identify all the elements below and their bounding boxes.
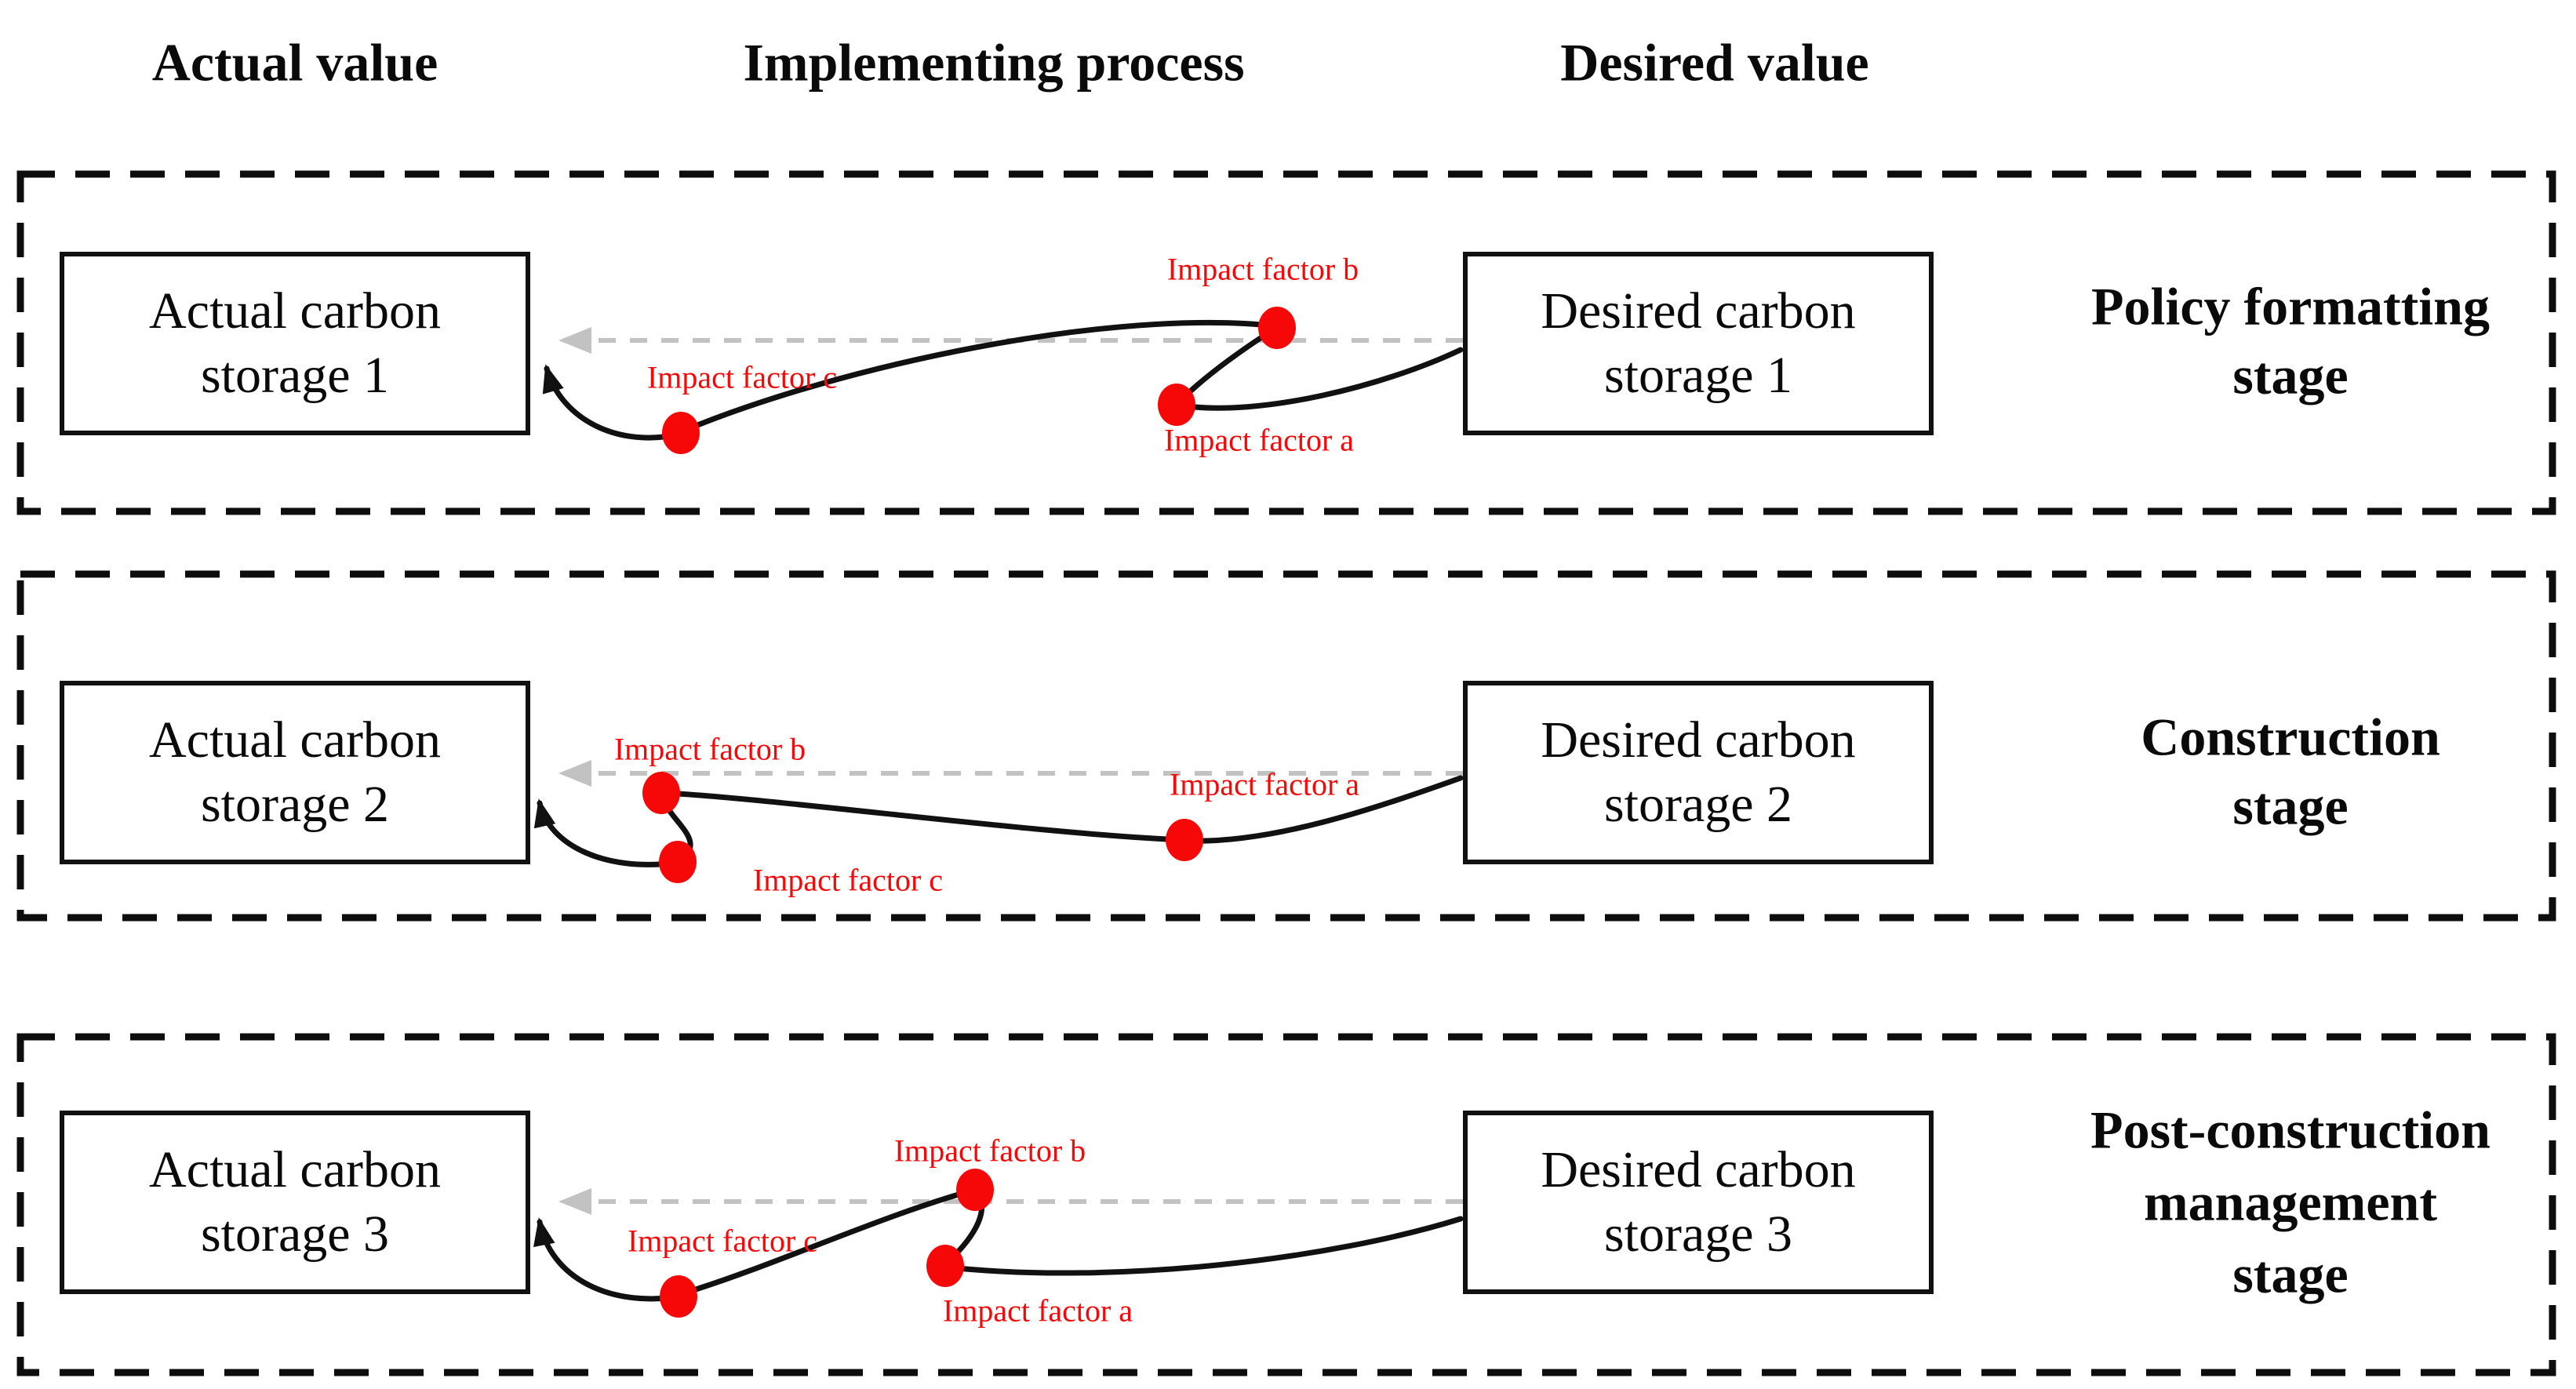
impact-dot-b-stage-3 — [956, 1169, 994, 1211]
box-label-line: Desired carbon — [1541, 282, 1856, 340]
desired-carbon-storage-3-box: Desired carbon storage 3 — [1463, 1111, 1934, 1294]
box-label-line: storage 1 — [200, 347, 390, 404]
column-header-actual-value: Actual value — [151, 32, 438, 93]
impact-dot-b-stage-2 — [642, 772, 680, 814]
actual-carbon-storage-1-box: Actual carbon storage 1 — [60, 252, 530, 435]
stage-label-line: Construction — [2141, 707, 2440, 767]
box-label-line: storage 3 — [200, 1205, 390, 1263]
stage-label-line: Policy formatting — [2091, 276, 2490, 336]
impact-factor-c-label-stage-1: Impact factor c — [646, 359, 838, 395]
impact-factor-a-label-stage-3: Impact factor a — [942, 1293, 1133, 1329]
stage-label-line: stage — [2232, 776, 2349, 836]
box-label-line: Actual carbon — [149, 1140, 441, 1198]
impact-dot-a-stage-1 — [1158, 384, 1195, 426]
desired-carbon-storage-2-box: Desired carbon storage 2 — [1463, 681, 1934, 864]
box-label-line: Actual carbon — [149, 282, 441, 340]
stage-label-line: stage — [2232, 1243, 2349, 1304]
actual-carbon-storage-3-box: Actual carbon storage 3 — [60, 1111, 530, 1294]
box-label-line: Actual carbon — [149, 711, 441, 769]
impact-factor-b-label-stage-2: Impact factor b — [613, 731, 806, 767]
impact-factor-c-label-stage-3: Impact factor c — [627, 1223, 818, 1259]
column-header-implementing-process: Implementing process — [743, 32, 1245, 93]
impact-factor-a-label-stage-2: Impact factor a — [1169, 766, 1360, 802]
box-label-line: storage 1 — [1603, 347, 1793, 404]
desired-carbon-storage-1-box: Desired carbon storage 1 — [1463, 252, 1934, 435]
impact-dot-a-stage-2 — [1166, 819, 1203, 861]
stage-label-line: Post-construction — [2090, 1100, 2490, 1160]
box-label-line: Desired carbon — [1541, 1140, 1856, 1198]
box-label-line: storage 2 — [200, 776, 390, 833]
impact-factor-b-label-stage-3: Impact factor b — [893, 1133, 1086, 1169]
impact-dot-c-stage-3 — [660, 1275, 697, 1318]
impact-dot-c-stage-1 — [662, 412, 700, 454]
stage-label-line: management — [2144, 1172, 2437, 1232]
impact-factor-b-label-stage-1: Impact factor b — [1166, 251, 1359, 287]
impact-dot-a-stage-3 — [926, 1245, 964, 1287]
stage-3-label: Post-construction management stage — [2090, 1094, 2490, 1310]
column-header-desired-value: Desired value — [1560, 32, 1869, 93]
box-label-line: Desired carbon — [1541, 711, 1856, 769]
stage-2-label: Construction stage — [2141, 703, 2440, 842]
impact-dot-b-stage-1 — [1258, 307, 1296, 349]
impact-dot-c-stage-2 — [659, 841, 697, 883]
actual-carbon-storage-2-box: Actual carbon storage 2 — [60, 681, 530, 864]
stage-1-label: Policy formatting stage — [2091, 272, 2490, 411]
box-label-line: storage 2 — [1603, 776, 1793, 833]
stage-label-line: stage — [2232, 346, 2349, 405]
impact-factor-a-label-stage-1: Impact factor a — [1163, 422, 1355, 458]
impact-factor-c-label-stage-2: Impact factor c — [752, 862, 944, 898]
box-label-line: storage 3 — [1603, 1205, 1793, 1263]
